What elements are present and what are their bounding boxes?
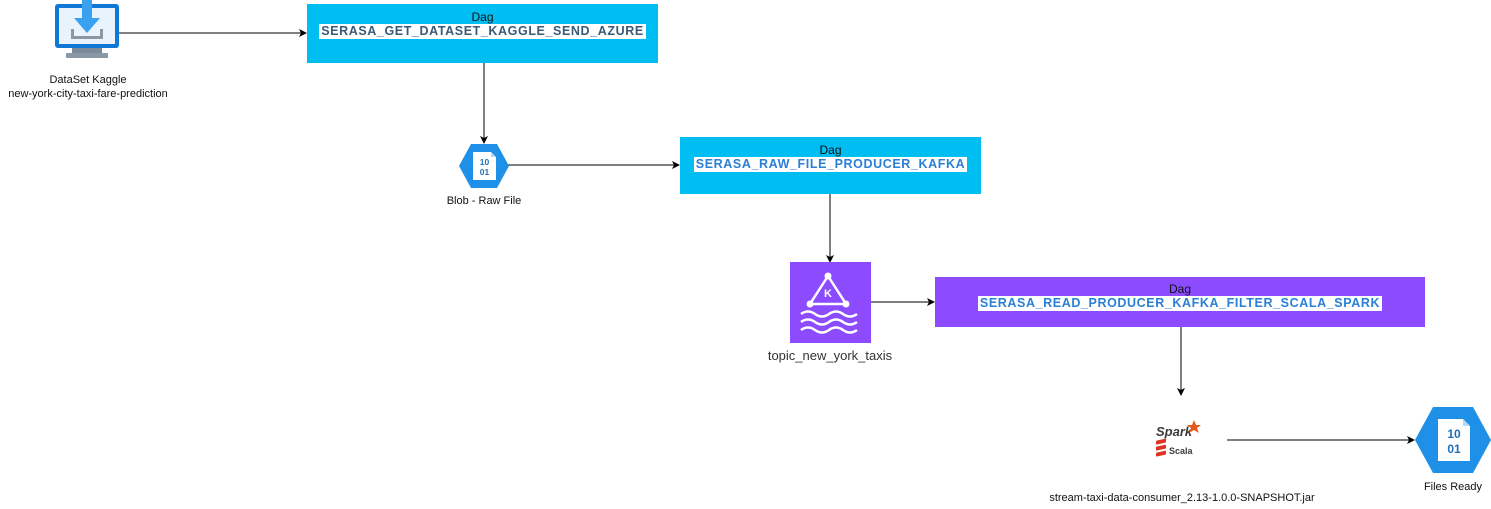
dag1-label: Dag: [471, 10, 494, 24]
files-ready-label: Files Ready: [1423, 481, 1483, 493]
spark-scala-logo: Spark Scala: [1156, 420, 1201, 457]
blob-icon-text-bottom: 01: [480, 167, 490, 177]
dataset-subtitle: new-york-city-taxi-fare-prediction: [8, 88, 168, 100]
spark-jar-label: stream-taxi-data-consumer_2.13-1.0.0-SNA…: [1049, 492, 1315, 504]
scala-logo-text: Scala: [1169, 446, 1194, 456]
files-icon-text-bottom: 01: [1447, 442, 1461, 456]
kafka-icon-letter: K: [824, 288, 832, 300]
dag3-label: Dag: [1168, 282, 1191, 296]
dag-raw-file-producer-kafka[interactable]: Dag SERASA_RAW_FILE_PRODUCER_KAFKA: [680, 137, 981, 194]
dag-read-producer-kafka-filter-scala-spark[interactable]: Dag SERASA_READ_PRODUCER_KAFKA_FILTER_SC…: [935, 277, 1425, 327]
blob-icon-text-top: 10: [480, 157, 490, 167]
kafka-label: topic_new_york_taxis: [767, 348, 893, 363]
dag2-label: Dag: [819, 143, 842, 157]
dag-get-dataset-kaggle-send-azure[interactable]: Dag SERASA_GET_DATASET_KAGGLE_SEND_AZURE: [307, 4, 658, 63]
dag3-name: SERASA_READ_PRODUCER_KAFKA_FILTER_SCALA_…: [977, 296, 1383, 311]
blob-file-icon: 10 01: [459, 144, 509, 188]
files-icon-text-top: 10: [1447, 427, 1461, 441]
kafka-topic-icon: K: [790, 262, 871, 343]
monitor-download-icon: [55, 0, 119, 58]
spark-logo-text: Spark: [1156, 424, 1193, 439]
blob-file-icon: 10 01: [1415, 407, 1491, 473]
dag1-name: SERASA_GET_DATASET_KAGGLE_SEND_AZURE: [319, 24, 646, 39]
dataset-title: DataSet Kaggle: [49, 74, 127, 86]
blob-label: Blob - Raw File: [446, 195, 522, 207]
dag2-name: SERASA_RAW_FILE_PRODUCER_KAFKA: [693, 157, 968, 172]
